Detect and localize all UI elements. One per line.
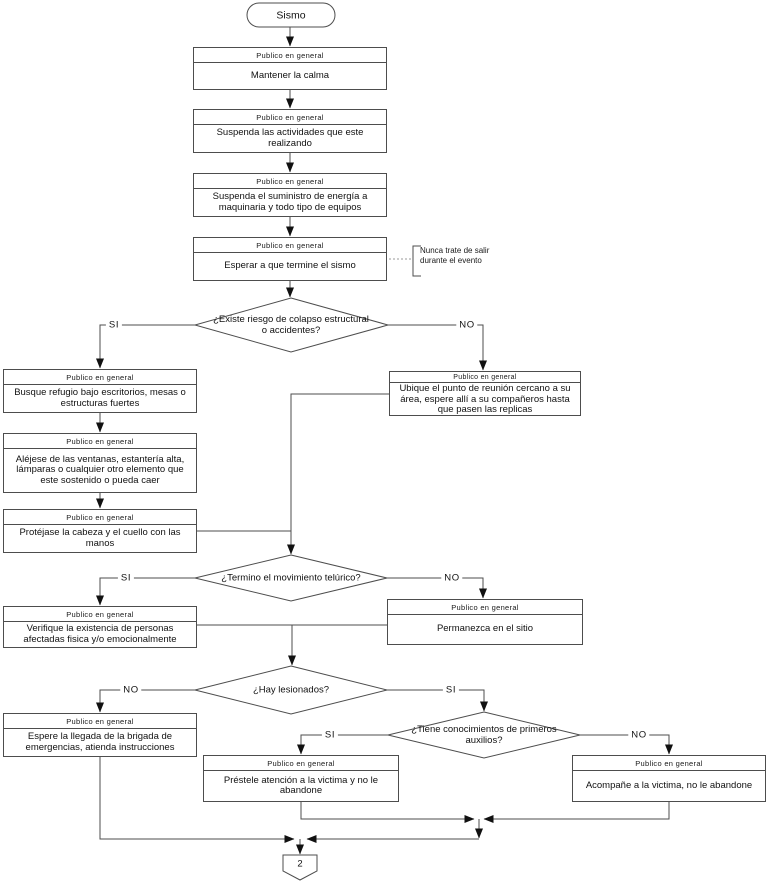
- process-box-suspenda-actividades: Publico en general Suspenda las activida…: [193, 109, 387, 153]
- process-box-body: Suspenda el suministro de energía a maqu…: [212, 191, 368, 213]
- branch-label-termino-no: NO: [441, 572, 463, 584]
- process-box-body: Préstele atención a la victima y no le a…: [223, 774, 379, 796]
- process-box-header: Publico en general: [194, 110, 386, 125]
- decision-colapso-question: ¿Existe riesgo de colapso estructural o …: [213, 314, 369, 336]
- process-box-header: Publico en general: [194, 238, 386, 253]
- branch-label-conocimientos-si: SI: [321, 729, 339, 741]
- process-box-body: Ubique el punto de reunión cercano a su …: [399, 383, 571, 415]
- process-box-header: Publico en general: [4, 714, 196, 729]
- note-bracket: [412, 245, 421, 277]
- process-box-header: Publico en general: [573, 756, 765, 771]
- offpage-connector-shape: [282, 854, 318, 881]
- decision-conocimientos-question: ¿Tiene conocimientos de primeros auxilio…: [411, 724, 557, 746]
- offpage-connector-label: 2: [297, 858, 303, 870]
- decision-termino-shape: [194, 554, 388, 602]
- decision-termino-question: ¿Termino el movimiento telúrico?: [221, 572, 361, 584]
- process-box-body: Espere la llegada de la brigada de emerg…: [25, 731, 175, 753]
- decision-lesionados-shape: [194, 665, 388, 715]
- start-oval-shape: [246, 2, 336, 28]
- branch-label-conocimientos-no: NO: [628, 729, 650, 741]
- process-box-verifique-personas: Publico en general Verifique la existenc…: [3, 606, 197, 648]
- process-box-mantener-calma: Publico en general Mantener la calma: [193, 47, 387, 90]
- branch-label-lesionados-no: NO: [120, 684, 142, 696]
- process-box-body: Permanezca en el sitio: [436, 623, 534, 635]
- process-box-header: Publico en general: [4, 370, 196, 385]
- process-box-ubique-punto-reunion: Publico en general Ubique el punto de re…: [389, 371, 581, 416]
- side-note-line1: Nunca trate de salir: [420, 246, 490, 255]
- branch-label-colapso-si: SI: [105, 319, 123, 331]
- branch-label-termino-si: SI: [117, 572, 135, 584]
- process-box-header: Publico en general: [390, 372, 580, 383]
- process-box-header: Publico en general: [4, 510, 196, 525]
- process-box-protejase-cabeza: Publico en general Protéjase la cabeza y…: [3, 509, 197, 553]
- decision-colapso-shape: [193, 297, 390, 353]
- process-box-suspenda-energia: Publico en general Suspenda el suministr…: [193, 173, 387, 217]
- side-note: Nunca trate de salir durante el evento: [420, 246, 510, 265]
- process-box-acompane-victima: Publico en general Acompañe a la victima…: [572, 755, 766, 802]
- process-box-header: Publico en general: [194, 48, 386, 63]
- process-box-body: Busque refugio bajo escritorios, mesas o…: [14, 387, 186, 409]
- process-box-header: Publico en general: [388, 600, 582, 615]
- process-box-body: Esperar a que termine el sismo: [224, 260, 356, 272]
- process-box-body: Protéjase la cabeza y el cuello con las …: [19, 527, 181, 549]
- process-box-body: Aléjese de las ventanas, estantería alta…: [15, 453, 185, 486]
- process-box-body: Verifique la existencia de personas afec…: [23, 623, 177, 645]
- process-box-esperar-sismo: Publico en general Esperar a que termine…: [193, 237, 387, 281]
- process-box-espere-brigada: Publico en general Espere la llegada de …: [3, 713, 197, 757]
- process-box-body: Acompañe a la victima, no le abandone: [585, 779, 753, 791]
- process-box-body: Suspenda las actividades que este realiz…: [216, 127, 364, 149]
- process-box-header: Publico en general: [4, 434, 196, 449]
- process-box-alejese-ventanas: Publico en general Aléjese de las ventan…: [3, 433, 197, 493]
- side-note-line2: durante el evento: [420, 255, 482, 265]
- process-box-body: Mantener la calma: [250, 69, 330, 81]
- process-box-busque-refugio: Publico en general Busque refugio bajo e…: [3, 369, 197, 413]
- process-box-permanezca-sitio: Publico en general Permanezca en el siti…: [387, 599, 583, 645]
- process-box-header: Publico en general: [204, 756, 398, 771]
- decision-conocimientos-shape: [387, 711, 581, 759]
- decision-lesionados-question: ¿Hay lesionados?: [252, 684, 330, 696]
- start-terminator: Sismo: [276, 9, 306, 22]
- branch-label-colapso-no: NO: [456, 319, 478, 331]
- process-box-header: Publico en general: [4, 607, 196, 622]
- branch-label-lesionados-si: SI: [442, 684, 460, 696]
- process-box-header: Publico en general: [194, 174, 386, 189]
- process-box-prestele-atencion: Publico en general Préstele atención a l…: [203, 755, 399, 802]
